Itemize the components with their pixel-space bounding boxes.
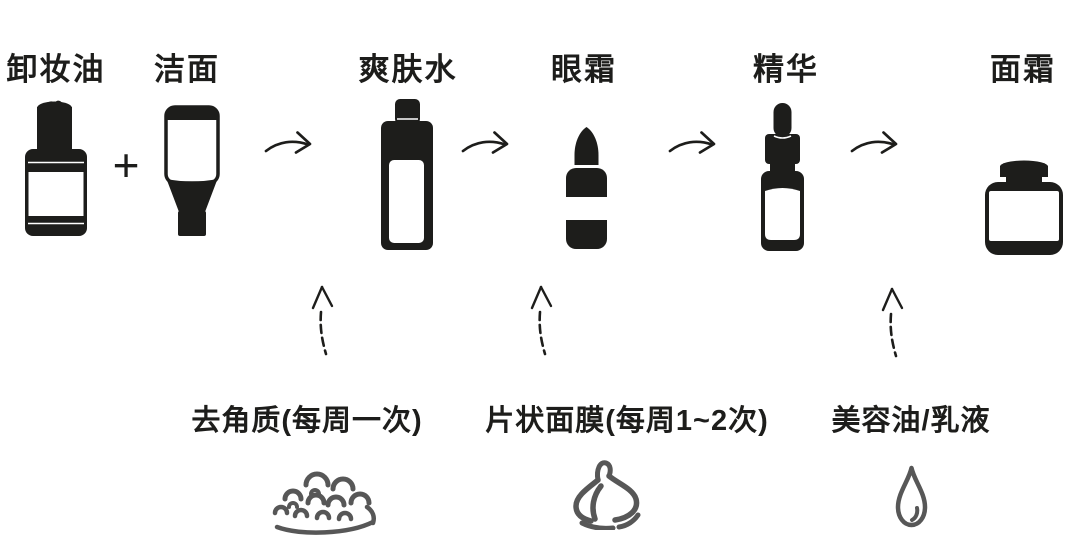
extra-label-exfoliate: 去角质(每周一次)	[191, 405, 423, 437]
cleansing-oil-bottle-icon	[25, 100, 87, 236]
dashed-up-arrow-icon	[311, 285, 334, 356]
step-label-serum: 精华	[753, 52, 819, 87]
eye-cream-tube-icon	[566, 127, 607, 249]
step-label-face-cream: 面霜	[990, 52, 1056, 87]
oil-drop-icon	[895, 465, 928, 528]
step-label-eye-cream: 眼霜	[551, 52, 617, 87]
serum-dropper-icon	[761, 103, 804, 251]
dashed-up-arrow-icon	[881, 287, 904, 358]
step-label-toner: 爽肤水	[358, 52, 458, 87]
flow-arrow-icon	[264, 131, 312, 154]
step-label-cleansing-oil: 卸妆油	[6, 52, 106, 87]
flow-arrow-icon	[668, 131, 716, 154]
cleanser-bottle-icon	[164, 105, 220, 236]
extra-label-sheet-mask: 片状面膜(每周1~2次)	[485, 405, 769, 437]
step-label-cleanser: 洁面	[154, 52, 220, 87]
face-cream-jar-icon	[985, 160, 1063, 255]
plus-sign: +	[112, 139, 140, 191]
sheet-mask-icon	[573, 460, 641, 530]
flow-arrow-icon	[461, 131, 509, 154]
dashed-up-arrow-icon	[530, 285, 553, 356]
toner-bottle-icon	[381, 99, 433, 250]
exfoliator-scrub-icon	[272, 471, 376, 535]
flow-arrow-icon	[850, 131, 898, 154]
extra-label-oil-lotion: 美容油/乳液	[831, 405, 991, 437]
